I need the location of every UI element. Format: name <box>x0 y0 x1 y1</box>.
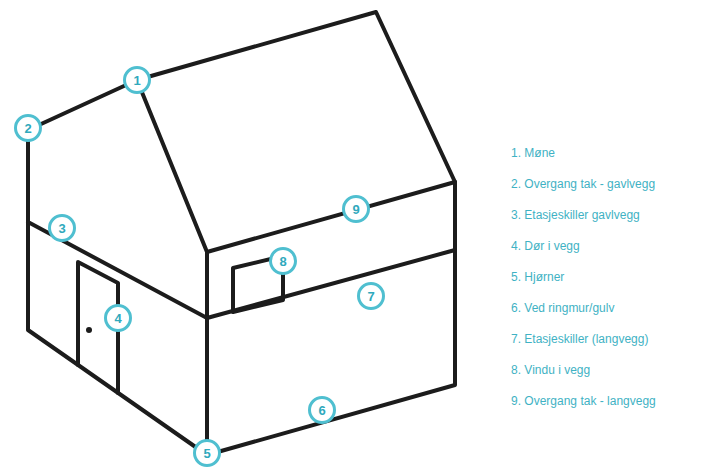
callout-circle: 5 <box>193 439 221 467</box>
legend-item: 5. Hjørner <box>511 270 564 284</box>
callout-number: 7 <box>367 290 374 303</box>
eave-line <box>207 182 455 252</box>
legend-item: 9. Overgang tak - langvegg <box>511 394 656 408</box>
roof-edge <box>137 80 207 252</box>
callout-number: 5 <box>203 447 210 460</box>
callout-number: 1 <box>133 74 140 87</box>
callout-circle: 6 <box>308 396 336 424</box>
callout-number: 9 <box>352 203 359 216</box>
callout-number: 6 <box>318 404 325 417</box>
callout-circle: 9 <box>342 195 370 223</box>
long-floor-divider <box>207 250 455 318</box>
gable-wall <box>28 130 207 455</box>
callout-circle: 4 <box>104 304 132 332</box>
long-wall <box>207 182 455 455</box>
callout-circle: 8 <box>269 247 297 275</box>
legend-item: 3. Etasjeskiller gavlvegg <box>511 208 640 222</box>
callout-number: 8 <box>279 255 286 268</box>
callout-number: 4 <box>114 312 121 325</box>
roof-outline <box>28 12 455 182</box>
callout-circle: 2 <box>14 114 42 142</box>
legend-item: 8. Vindu i vegg <box>511 363 590 377</box>
legend-item: 4. Dør i vegg <box>511 239 580 253</box>
legend-item: 1. Møne <box>511 146 555 160</box>
legend-item: 2. Overgang tak - gavlvegg <box>511 177 655 191</box>
door-knob <box>86 327 92 333</box>
callout-circle: 3 <box>48 214 76 242</box>
legend-item: 6. Ved ringmur/gulv <box>511 301 614 315</box>
callout-number: 3 <box>58 222 65 235</box>
house-corner <box>205 252 209 455</box>
callout-circle: 1 <box>123 66 151 94</box>
callout-number: 2 <box>24 122 31 135</box>
callout-circle: 7 <box>357 282 385 310</box>
legend-item: 7. Etasjeskiller (langvegg) <box>511 332 648 346</box>
